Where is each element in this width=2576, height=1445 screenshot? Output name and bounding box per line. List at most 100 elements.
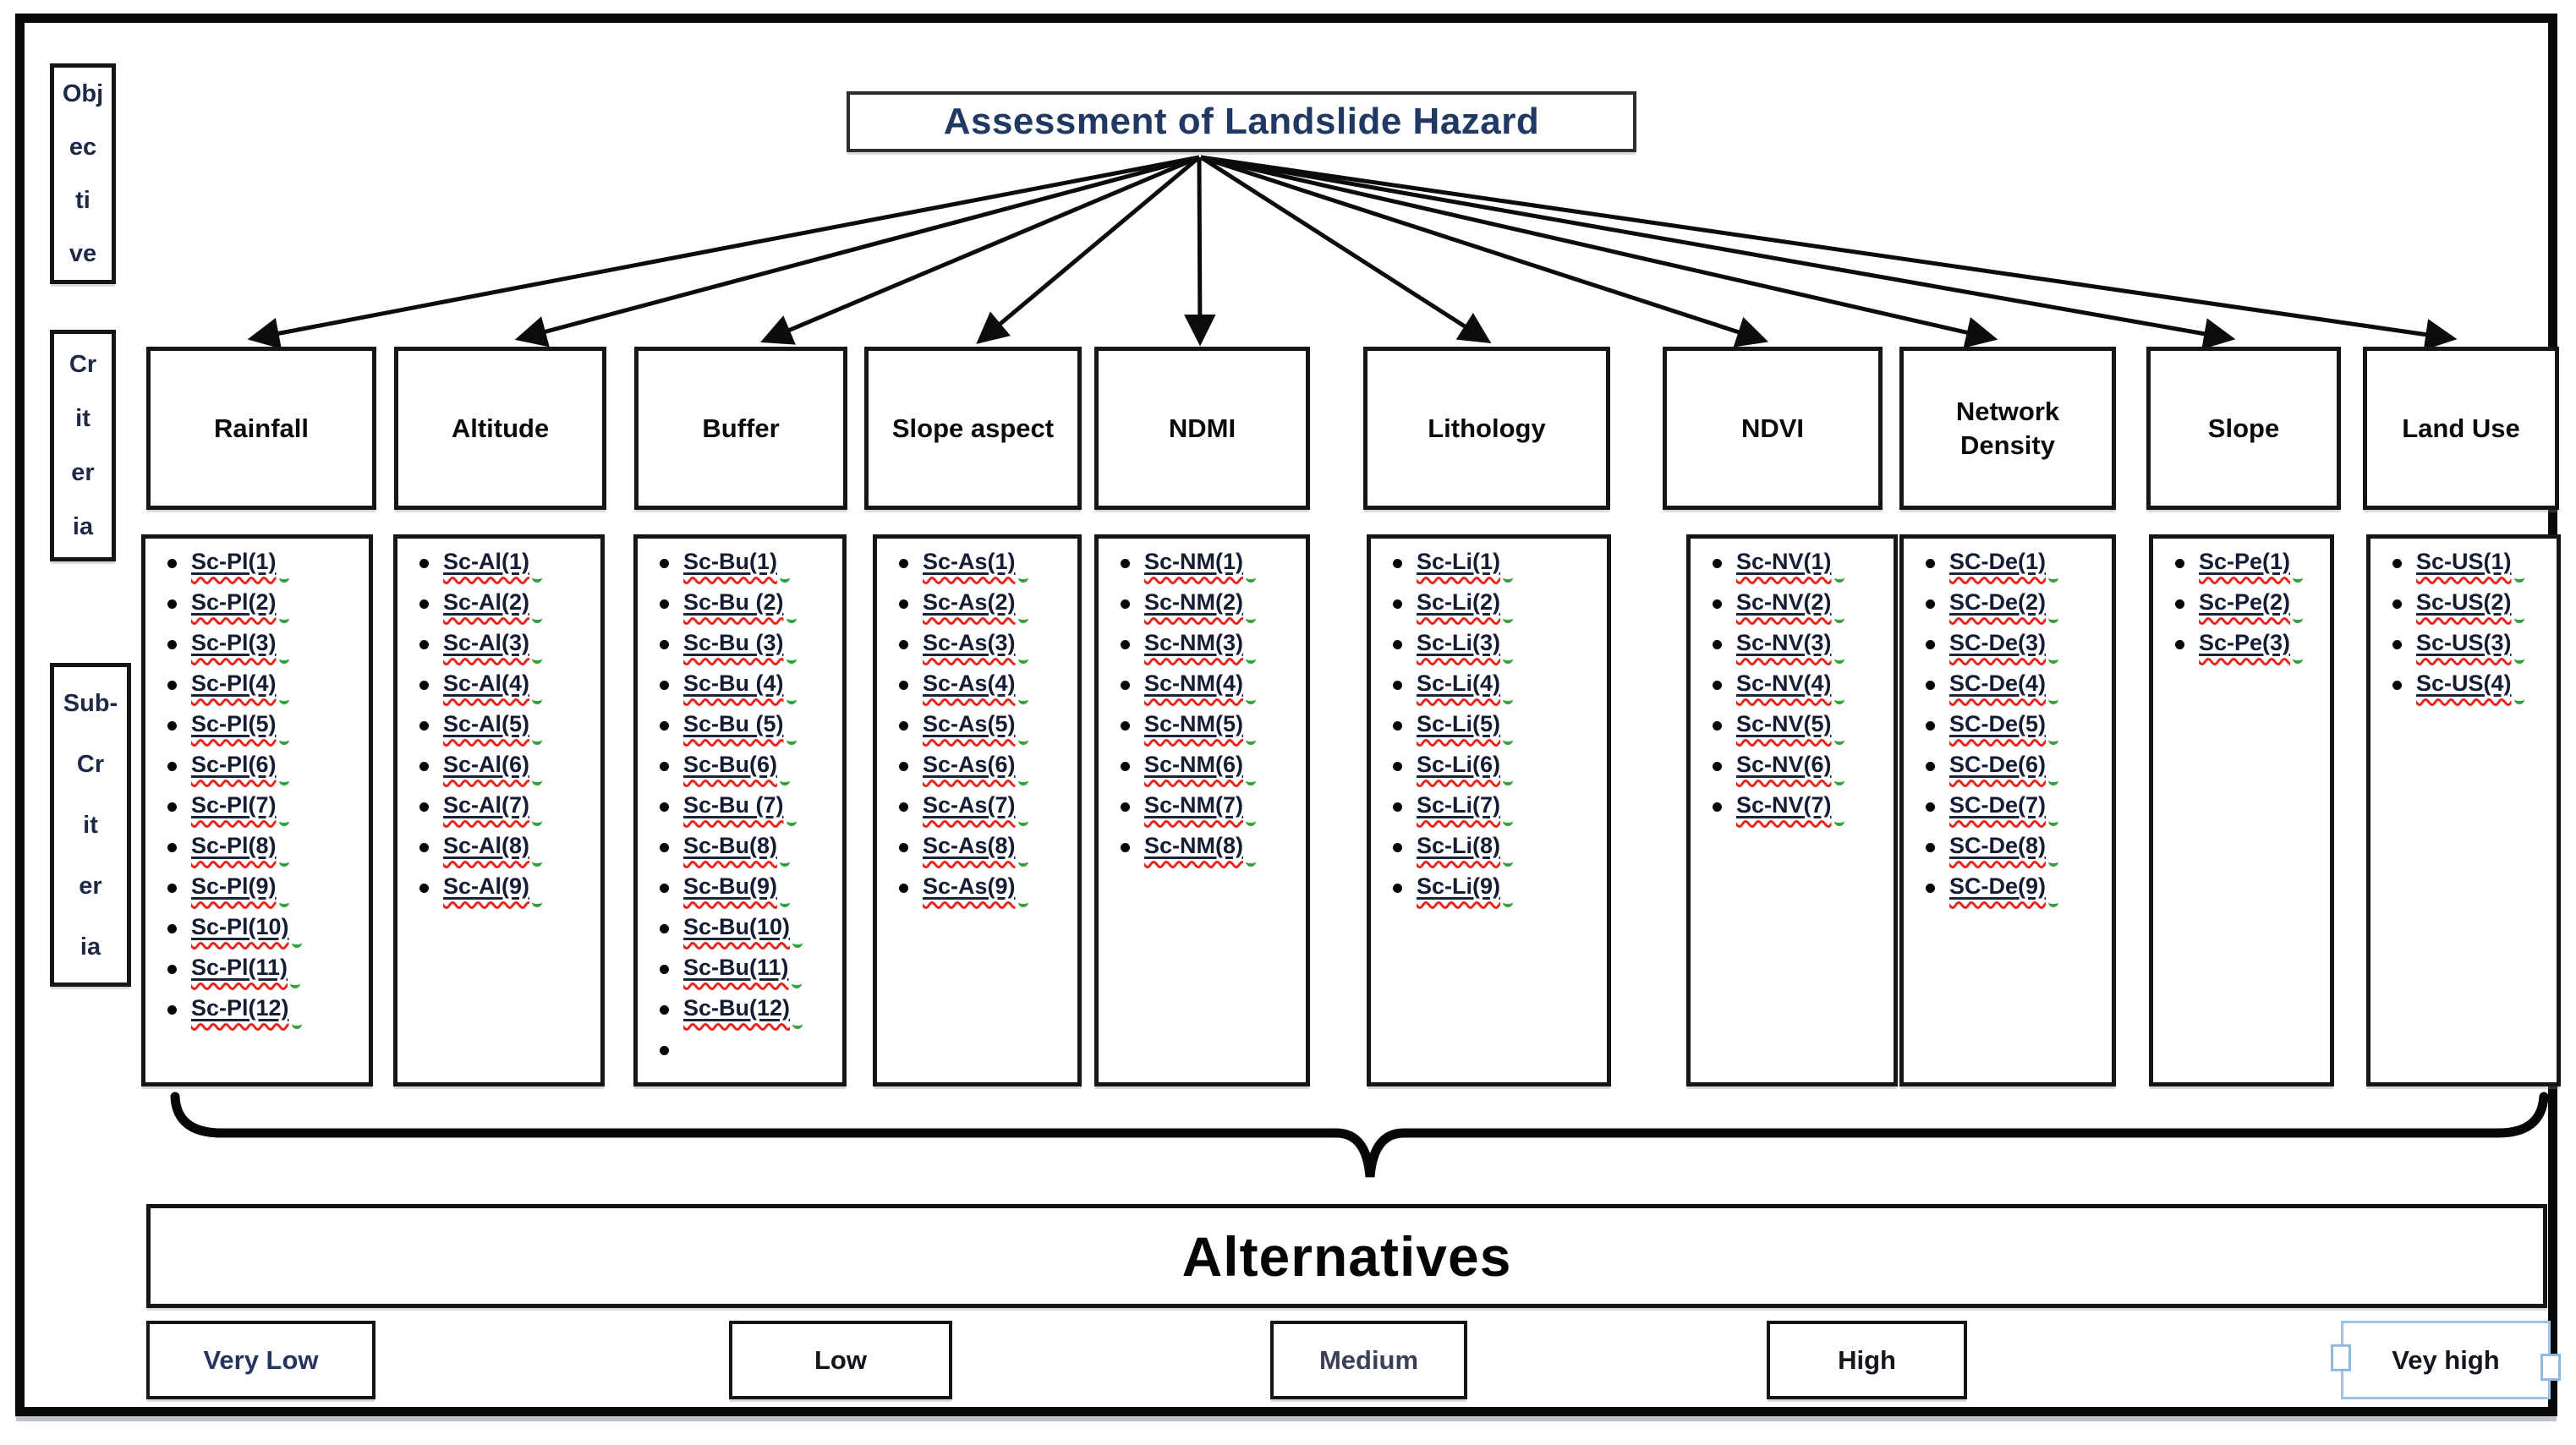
- grammar-check-mark: [2513, 694, 2524, 704]
- alternative-low: Low: [729, 1321, 952, 1399]
- bullet-icon: [1713, 681, 1722, 690]
- subcriteria-box-lithology: Sc-Li(1)Sc-Li(2)Sc-Li(3)Sc-Li(4)Sc-Li(5)…: [1367, 534, 1611, 1086]
- sub-criteria-item: Sc-Bu(12): [658, 995, 839, 1036]
- label-line: ia: [72, 513, 94, 540]
- grammar-check-mark: [2048, 816, 2059, 826]
- sub-criteria-item: Sc-Al(1): [418, 549, 597, 589]
- grammar-check-mark: [786, 816, 797, 826]
- sub-criteria-item: Sc-NV(4): [1711, 671, 1890, 711]
- subcriteria-box-ndmi: Sc-NM(1)Sc-NM(2)Sc-NM(3)Sc-NM(4)Sc-NM(5)…: [1094, 534, 1310, 1086]
- criteria-box-ndmi: NDMI: [1094, 347, 1310, 510]
- bullet-icon: [167, 884, 177, 893]
- selection-handle-right[interactable]: [2540, 1353, 2561, 1381]
- bullet-icon: [660, 640, 669, 649]
- grammar-check-mark: [278, 572, 289, 583]
- grammar-check-mark: [1833, 816, 1844, 826]
- grammar-check-mark: [1246, 735, 1257, 745]
- bullet-icon: [660, 1005, 669, 1015]
- bullet-icon: [167, 802, 177, 812]
- grammar-check-mark: [1246, 857, 1257, 867]
- bullet-icon: [1121, 559, 1130, 568]
- sub-criteria-item: Sc-Pl(12): [166, 995, 365, 1036]
- grammar-check-mark: [1017, 694, 1028, 704]
- grammar-check-mark: [291, 938, 302, 948]
- sub-criteria-item: Sc-Bu (5): [658, 711, 839, 752]
- bullet-icon: [1926, 762, 1935, 771]
- bullet-icon: [660, 884, 669, 893]
- sub-criteria-item: Sc-Pl(1): [166, 549, 365, 589]
- grammar-check-mark: [1017, 897, 1028, 907]
- bullet-icon: [1393, 802, 1402, 812]
- grammar-check-mark: [2048, 775, 2059, 785]
- grammar-check-mark: [1503, 816, 1514, 826]
- bullet-icon: [419, 802, 429, 812]
- sub-criteria-item: Sc-Li(6): [1391, 752, 1603, 792]
- bullet-icon: [660, 762, 669, 771]
- bullet-icon: [1926, 559, 1935, 568]
- grammar-check-mark: [1017, 816, 1028, 826]
- sub-criteria-item: Sc-Bu(1): [658, 549, 839, 589]
- sub-criteria-item: Sc-NM(4): [1119, 671, 1302, 711]
- sub-criteria-item: SC-De(4): [1924, 671, 2108, 711]
- sub-criteria-item: Sc-US(4): [2391, 671, 2553, 711]
- sub-criteria-item: Sc-Bu(11): [658, 955, 839, 995]
- bullet-icon: [167, 843, 177, 852]
- alternatives-box: Alternatives: [146, 1204, 2547, 1308]
- sub-criteria-item: Sc-NM(1): [1119, 549, 1302, 589]
- sub-criteria-item: Sc-Al(6): [418, 752, 597, 792]
- grammar-check-mark: [1017, 654, 1028, 664]
- bullet-icon: [1926, 802, 1935, 812]
- grammar-check-mark: [780, 775, 791, 785]
- grammar-check-mark: [1503, 572, 1514, 583]
- criteria-box-slope: Slope: [2146, 347, 2341, 510]
- sub-criteria-item: Sc-Bu (2): [658, 589, 839, 630]
- bullet-icon: [167, 721, 177, 731]
- bullet-icon: [899, 843, 908, 852]
- grammar-check-mark: [791, 978, 802, 988]
- sub-criteria-item: Sc-As(3): [897, 630, 1074, 671]
- bullet-icon: [1926, 681, 1935, 690]
- sub-criteria-item: Sc-As(2): [897, 589, 1074, 630]
- grammar-check-mark: [278, 694, 289, 704]
- label-line: Cr: [76, 750, 105, 778]
- alternatives-title: Alternatives: [1181, 1224, 1512, 1288]
- sub-criteria-item: Sc-NV(1): [1711, 549, 1890, 589]
- grammar-check-mark: [1017, 775, 1028, 785]
- bullet-icon: [1121, 640, 1130, 649]
- selection-handle-left[interactable]: [2331, 1344, 2351, 1371]
- criteria-box-lithology: Lithology: [1363, 347, 1610, 510]
- subcriteria-box-slope-aspect: Sc-As(1)Sc-As(2)Sc-As(3)Sc-As(4)Sc-As(5)…: [873, 534, 1082, 1086]
- sub-criteria-item: Sc-As(4): [897, 671, 1074, 711]
- grammar-check-mark: [532, 775, 543, 785]
- bullet-icon: [899, 721, 908, 731]
- grammar-check-mark: [1503, 694, 1514, 704]
- grammar-check-mark: [1503, 613, 1514, 623]
- sub-criteria-item: Sc-Al(4): [418, 671, 597, 711]
- sub-criteria-item: Sc-As(6): [897, 752, 1074, 792]
- grammar-check-mark: [532, 897, 543, 907]
- label-line: Cr: [69, 351, 97, 378]
- sub-criteria-item: Sc-Li(1): [1391, 549, 1603, 589]
- grammar-check-mark: [1833, 735, 1844, 745]
- grammar-check-mark: [2293, 613, 2304, 623]
- bullet-icon: [1393, 721, 1402, 731]
- grammar-check-mark: [1503, 897, 1514, 907]
- bullet-icon: [660, 559, 669, 568]
- bullet-icon: [419, 762, 429, 771]
- bullet-icon: [2392, 559, 2402, 568]
- grammar-check-mark: [786, 654, 797, 664]
- grammar-check-mark: [2293, 572, 2304, 583]
- grammar-check-mark: [2048, 654, 2059, 664]
- bullet-icon: [2175, 559, 2184, 568]
- bullet-icon: [899, 802, 908, 812]
- label-line: ec: [69, 133, 97, 161]
- sub-criteria-item: Sc-Pl(9): [166, 873, 365, 914]
- bullet-icon: [660, 599, 669, 609]
- sub-criteria-item: Sc-US(3): [2391, 630, 2553, 671]
- alternative-vey-high-selected-shape[interactable]: Vey high: [2331, 1321, 2561, 1399]
- sub-criteria-item: Sc-Bu(8): [658, 833, 839, 873]
- sub-criteria-item: Sc-NM(7): [1119, 792, 1302, 833]
- sub-criteria-item: Sc-NV(3): [1711, 630, 1890, 671]
